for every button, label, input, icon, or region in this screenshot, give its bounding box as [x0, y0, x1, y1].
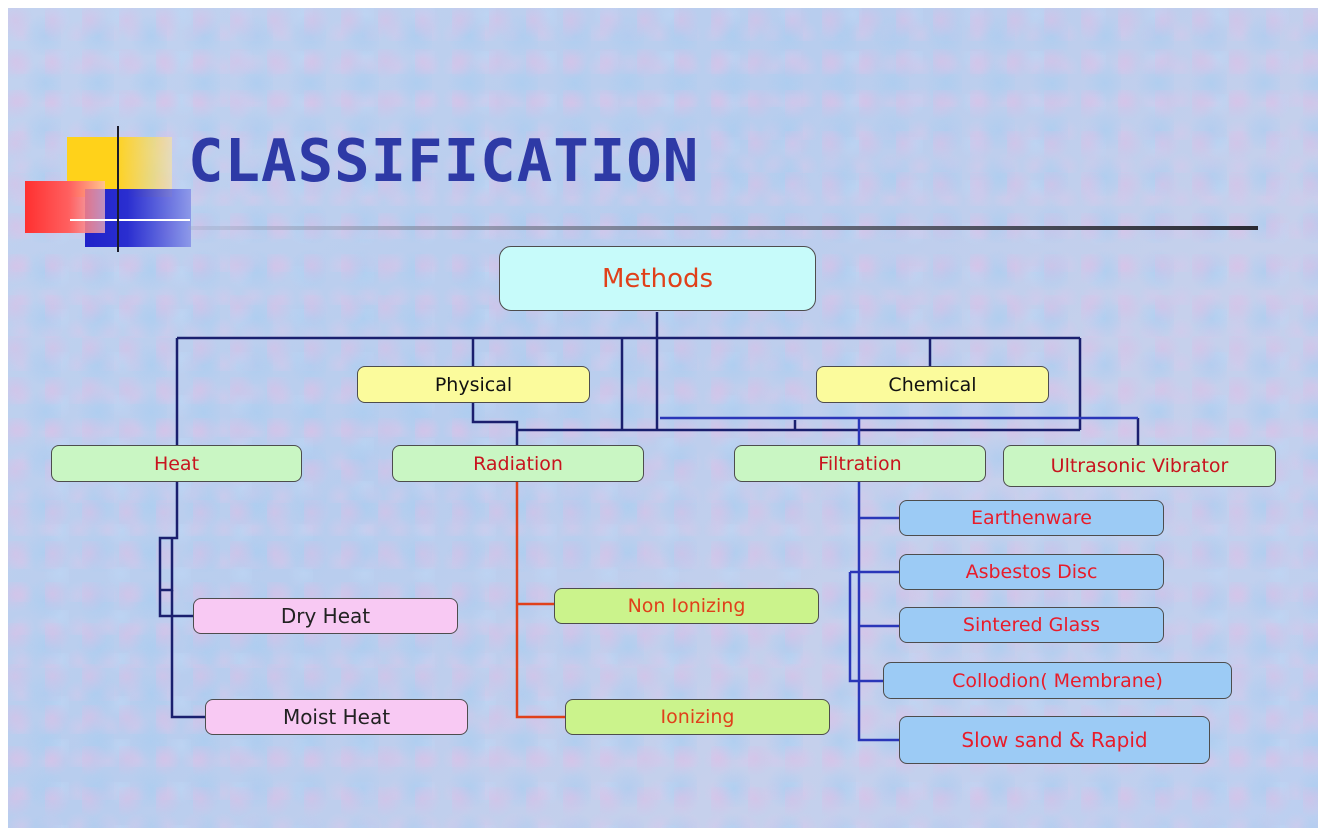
non-ionizing-node: Non Ionizing — [554, 588, 819, 624]
asbestos-disc-label: Asbestos Disc — [965, 561, 1098, 583]
radiation-connectors — [515, 481, 565, 719]
dry-heat-label: Dry Heat — [280, 604, 371, 628]
slow-sand-rapid-node: Slow sand & Rapid — [899, 716, 1210, 764]
tree-connectors — [175, 312, 1140, 447]
heat-label: Heat — [153, 452, 200, 475]
filtration-sub-connectors — [848, 481, 899, 742]
ultrasonic-vibrator-node: Ultrasonic Vibrator — [1003, 445, 1276, 487]
heat-connectors — [158, 481, 205, 719]
slow-sand-rapid-label: Slow sand & Rapid — [961, 728, 1148, 752]
heat-node: Heat — [51, 445, 302, 482]
moist-heat-node: Moist Heat — [205, 699, 468, 735]
asbestos-disc-node: Asbestos Disc — [899, 554, 1164, 590]
filtration-connectors — [660, 416, 1138, 447]
ionizing-label: Ionizing — [660, 706, 735, 728]
title-divider — [188, 226, 1258, 230]
sintered-glass-label: Sintered Glass — [962, 614, 1101, 636]
collodion-membrane-node: Collodion( Membrane) — [883, 662, 1232, 699]
collodion-membrane-label: Collodion( Membrane) — [952, 669, 1163, 692]
moist-heat-label: Moist Heat — [282, 705, 391, 729]
radiation-label: Radiation — [473, 452, 563, 475]
sintered-glass-node: Sintered Glass — [899, 607, 1164, 643]
dry-heat-node: Dry Heat — [193, 598, 458, 634]
ultrasonic-vibrator-label: Ultrasonic Vibrator — [1050, 455, 1229, 477]
radiation-node: Radiation — [392, 445, 644, 482]
methods-root-node: Methods — [499, 246, 816, 311]
methods-root-label: Methods — [601, 263, 714, 294]
non-ionizing-label: Non Ionizing — [627, 595, 746, 617]
physical-node: Physical — [357, 366, 590, 403]
ionizing-node: Ionizing — [565, 699, 830, 735]
chemical-node: Chemical — [816, 366, 1049, 403]
physical-label: Physical — [434, 373, 513, 396]
filtration-node: Filtration — [734, 445, 986, 482]
filtration-label: Filtration — [818, 452, 902, 475]
earthenware-node: Earthenware — [899, 500, 1164, 536]
page-title: CLASSIFICATION — [188, 126, 700, 195]
earthenware-label: Earthenware — [971, 507, 1092, 529]
chemical-label: Chemical — [888, 373, 977, 396]
